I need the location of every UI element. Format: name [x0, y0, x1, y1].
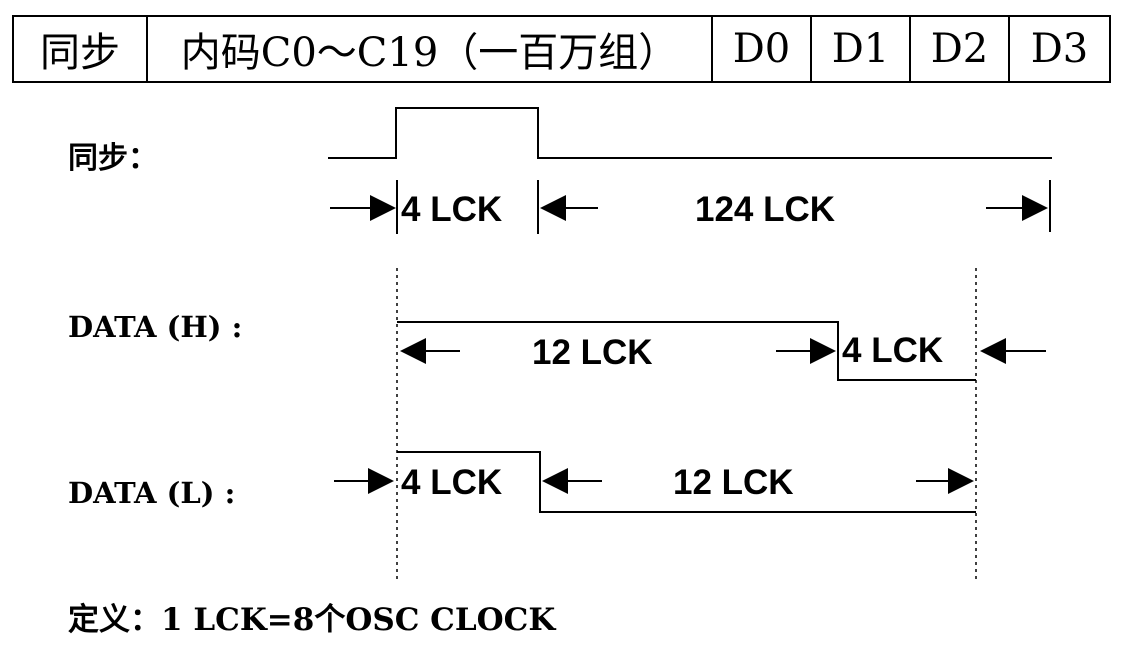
data-l-measurement-row: 4 LCK 12 LCK	[334, 463, 974, 502]
arrow-right-icon	[368, 468, 394, 494]
data-h-high-duration: 12 LCK	[532, 333, 653, 372]
arrow-left-icon	[542, 468, 568, 494]
arrow-right-icon	[948, 468, 974, 494]
arrow-right-icon	[810, 338, 836, 364]
data-l-waveform	[397, 451, 976, 513]
data-h-waveform	[397, 321, 976, 381]
frame-structure-row: 同步 内码C0～C19（一百万组） D0 D1 D2 D3	[12, 15, 1111, 83]
data-l-high-duration: 4 LCK	[401, 463, 502, 502]
frame-cell-d2: D2	[909, 15, 1010, 83]
data-h-measurement-row: 12 LCK 4 LCK	[400, 331, 1046, 372]
data-h-signal-label: DATA (H) :	[68, 310, 242, 344]
sync-measurement-row: 4 LCK 124 LCK	[330, 180, 1051, 234]
data-l-signal-label: DATA (L) :	[68, 476, 235, 510]
arrow-right-icon	[1022, 195, 1048, 221]
arrow-right-icon	[370, 195, 396, 221]
frame-cell-d1: D1	[810, 15, 911, 83]
sync-low-duration: 124 LCK	[695, 190, 835, 229]
sync-signal-label: 同步：	[68, 141, 158, 176]
lck-definition: 定义：1 LCK=8个OSC CLOCK	[68, 602, 556, 638]
frame-cell-sync: 同步	[12, 15, 148, 83]
arrow-left-icon	[400, 338, 426, 364]
sync-high-duration: 4 LCK	[401, 190, 502, 229]
frame-cell-d3: D3	[1008, 15, 1111, 83]
sync-waveform	[328, 107, 1052, 159]
data-h-low-duration: 4 LCK	[842, 331, 943, 370]
frame-cell-code: 内码C0～C19（一百万组）	[146, 15, 713, 83]
frame-cell-d0: D0	[711, 15, 812, 83]
data-l-low-duration: 12 LCK	[673, 463, 794, 502]
frame-structure-table: 同步 内码C0～C19（一百万组） D0 D1 D2 D3	[12, 15, 1111, 83]
arrow-left-icon	[980, 338, 1006, 364]
arrow-left-icon	[540, 195, 566, 221]
